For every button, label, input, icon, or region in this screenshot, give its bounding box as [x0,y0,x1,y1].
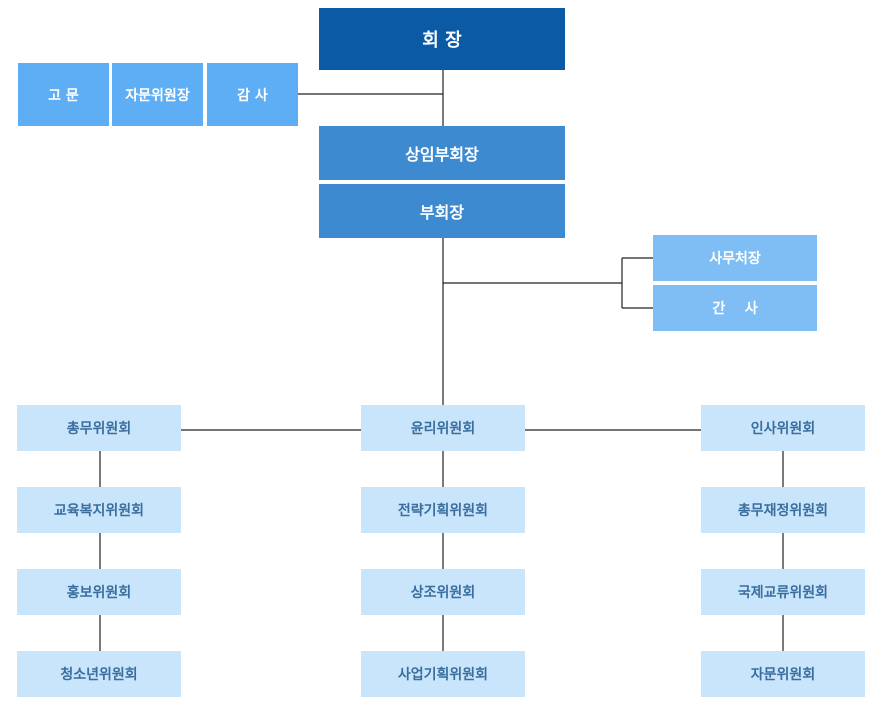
committee-box: 청소년위원회 [17,651,181,697]
vice-chair-box: 부회장 [319,184,565,238]
advisory-box-advisory-chair: 자문위원장 [112,63,203,126]
committee-box: 총무위원회 [17,405,181,451]
committee-box: 사업기획위원회 [361,651,525,697]
advisory-box-advisor: 고 문 [18,63,109,126]
committee-box: 인사위원회 [701,405,865,451]
committee-label: 사업기획위원회 [397,667,489,683]
committee-box: 상조위원회 [361,569,525,615]
chairman-label: 회 장 [422,30,462,51]
committee-box: 윤리위원회 [361,405,525,451]
vice-label: 부회장 [419,203,465,222]
secretary-general-box: 사무처장 [653,235,817,281]
vice-label: 상임부회장 [405,145,479,164]
committee-box: 총무재정위원회 [701,487,865,533]
committee-box: 교육복지위원회 [17,487,181,533]
secretariat-label: 간 사 [712,301,758,317]
committee-box: 자문위원회 [701,651,865,697]
secretary-box: 간 사 [653,285,817,331]
advisory-label: 자문위원장 [125,87,190,104]
committee-label: 교육복지위원회 [53,503,145,519]
committee-box: 홍보위원회 [17,569,181,615]
committee-label: 홍보위원회 [66,585,132,601]
committee-label: 총무위원회 [66,421,132,437]
standing-vice-chair-box: 상임부회장 [319,126,565,180]
committee-box: 국제교류위원회 [701,569,865,615]
committee-box: 전략기획위원회 [361,487,525,533]
chairman-box: 회 장 [319,8,565,70]
committee-label: 국제교류위원회 [737,585,829,601]
committee-label: 총무재정위원회 [737,503,829,519]
advisory-label: 고 문 [48,87,79,104]
committee-label: 상조위원회 [410,585,476,601]
committee-label: 전략기획위원회 [397,503,489,519]
secretariat-label: 사무처장 [709,251,761,267]
committee-label: 윤리위원회 [410,421,476,437]
committee-label: 청소년위원회 [60,667,138,683]
committee-label: 인사위원회 [750,421,816,437]
advisory-label: 감 사 [237,87,268,104]
advisory-box-auditor: 감 사 [207,63,298,126]
committee-label: 자문위원회 [750,667,816,683]
